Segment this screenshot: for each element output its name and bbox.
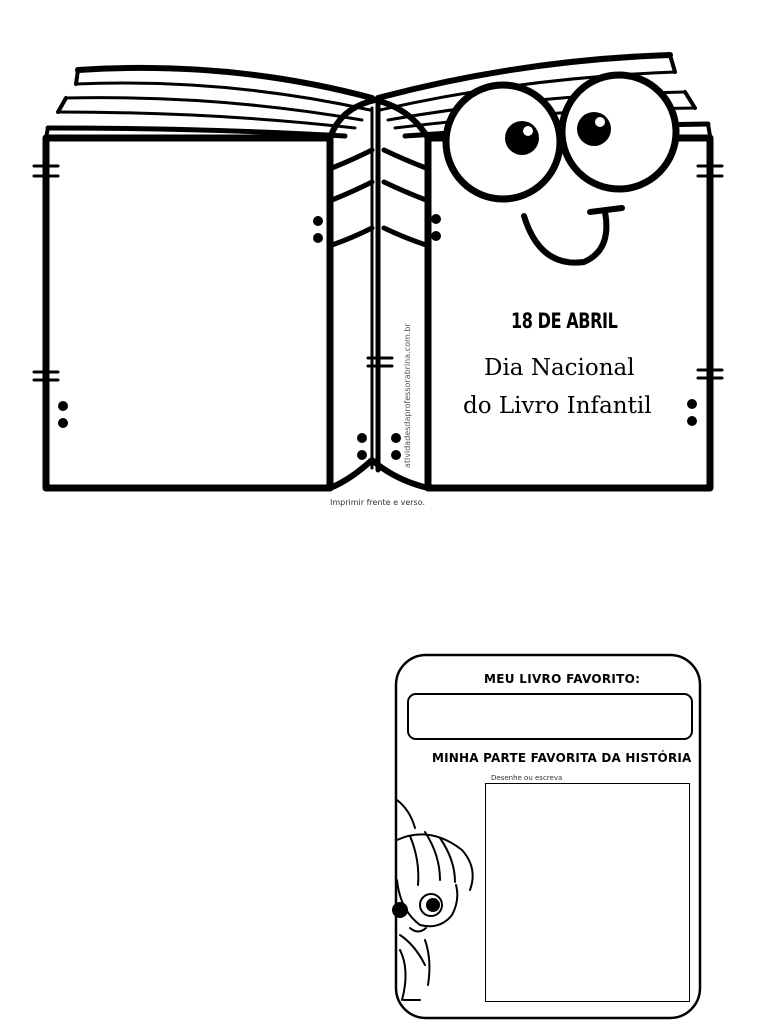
page-edge-right <box>375 52 673 101</box>
print-note: Imprimir frente e verso. <box>330 498 425 507</box>
smile-icon <box>521 209 610 266</box>
date-label: 18 DE ABRIL <box>511 309 618 333</box>
right-eye-icon <box>558 71 680 193</box>
page-edge-left <box>75 64 375 101</box>
favorite-book-field[interactable] <box>407 693 693 740</box>
left-cover <box>42 134 334 492</box>
drawing-area[interactable] <box>485 783 690 1002</box>
left-eye-icon <box>442 81 564 203</box>
website-credit: atividadesdaprofessorabrina.com.br <box>403 323 412 468</box>
favorite-part-heading: MINHA PARTE FAVORITA DA HISTÓRIA <box>432 751 692 765</box>
girl-illustration <box>392 799 474 1001</box>
title-line-2: do Livro Infantil <box>463 393 652 419</box>
title-line-1: Dia Nacional <box>484 355 635 381</box>
draw-hint: Desenhe ou escreva <box>491 774 563 782</box>
spine <box>327 97 431 141</box>
favorite-book-heading: MEU LIVRO FAVORITO: <box>484 672 641 686</box>
